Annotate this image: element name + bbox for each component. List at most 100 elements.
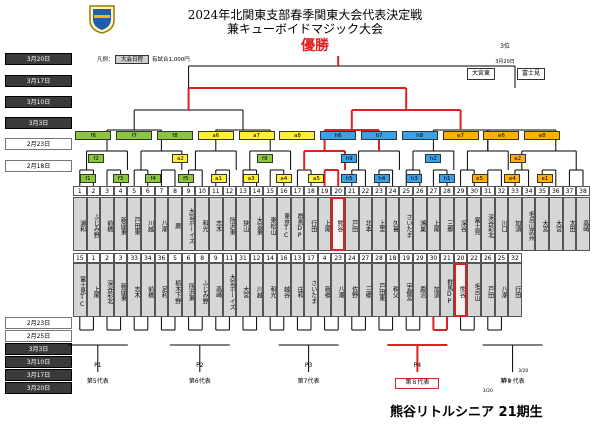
match-badge: h3 <box>406 174 423 183</box>
seed-team-name: 志木 <box>127 263 141 317</box>
seed-number: 24 <box>385 186 400 196</box>
match-badge: a5 <box>308 174 325 183</box>
seed-number: 3 <box>113 253 128 263</box>
date-row-b2: 2月25日 <box>5 330 72 342</box>
match-badge: h9 <box>341 154 358 163</box>
seed-number: 17 <box>290 186 305 196</box>
seed-number: 25 <box>494 253 509 263</box>
seed-team-name: 前橋 <box>141 263 155 317</box>
seed-number: 3 <box>100 186 114 196</box>
seed-number: 32 <box>508 253 522 263</box>
seed-team-name: 川越 <box>249 263 264 317</box>
match-badge: e8 <box>524 131 561 140</box>
seed-number: 1 <box>73 186 87 196</box>
small-date: 3/20 <box>518 369 529 374</box>
seed-number: 19 <box>399 253 413 263</box>
match-badge: e5 <box>471 174 488 183</box>
small-date: 3/23 <box>500 379 511 384</box>
seed-number: 9 <box>181 186 196 196</box>
seed-team-name: 宇都宮 <box>399 263 413 317</box>
seed-team-name: 庄和 <box>290 263 305 317</box>
seed-number: 30 <box>426 253 441 263</box>
seed-team-name: 上尾 <box>317 197 332 251</box>
match-badge: f6 <box>75 131 112 140</box>
date-row-2: 3月17日 <box>5 75 72 87</box>
seed-number: 9 <box>209 253 223 263</box>
seed-number: 8 <box>168 186 182 196</box>
match-badge: f3 <box>112 174 129 183</box>
match-badge: f9 <box>256 154 273 163</box>
match-badge: a7 <box>238 131 275 140</box>
seed-team-name: 高崎 <box>209 263 223 317</box>
seed-team-name: 上里 <box>372 197 386 251</box>
match-badge: e2 <box>509 154 526 163</box>
seed-number: 13 <box>236 186 250 196</box>
seed-number: 28 <box>440 186 454 196</box>
seed-team-name: 新郷 <box>317 263 332 317</box>
seed-team-name: 川口 <box>494 197 509 251</box>
seed-team-name: 新座東 <box>113 263 128 317</box>
seed-team-name: 加須 <box>426 263 441 317</box>
seed-team-name: 大宮 <box>549 197 563 251</box>
match-badge: a8 <box>279 131 316 140</box>
seed-number: 21 <box>345 186 359 196</box>
seed-number: 5 <box>168 253 182 263</box>
third-place-label: 3位 <box>500 43 510 50</box>
seed-number: 26 <box>481 253 495 263</box>
seed-team-name: 八潮 <box>154 197 169 251</box>
match-badge: h1 <box>439 174 455 183</box>
date-row-3: 3月10日 <box>5 96 72 108</box>
footer-credit: 熊谷リトルシニア 21期生 <box>390 405 543 420</box>
seed-team-name: 栃木下野 <box>168 263 182 317</box>
seed-number: 18 <box>385 253 400 263</box>
title-line-1: 2024年北関東支部春季関東大会代表決定戦 <box>187 8 423 22</box>
seed-team-name: 和光 <box>195 197 209 251</box>
seed-team-name: 戸田東 <box>127 197 141 251</box>
seed-number: 23 <box>331 253 345 263</box>
seed-number: 27 <box>426 186 441 196</box>
seed-number: 26 <box>413 186 427 196</box>
match-badge: a6 <box>197 131 234 140</box>
date-row-b5: 3月17日 <box>5 369 72 381</box>
seed-number: 2 <box>100 253 114 263</box>
seed-number: 34 <box>521 186 536 196</box>
seed-team-name: 戸田 <box>481 263 495 317</box>
seed-team-name: 秩父 <box>385 263 400 317</box>
seed-team-name: 熊谷 <box>331 197 345 251</box>
seed-number: 20 <box>331 186 345 196</box>
seed-team-name: 太田 <box>562 197 577 251</box>
seed-team-name: 戸田 <box>345 197 359 251</box>
match-badge: f1 <box>79 174 96 183</box>
seed-team-name: 毛呂山武州 <box>521 197 536 251</box>
seed-number: 10 <box>195 186 209 196</box>
match-badge: f5 <box>177 174 194 183</box>
seed-number: 6 <box>141 186 155 196</box>
seed-team-name: 行田 <box>508 263 522 317</box>
seed-number: 1 <box>86 253 101 263</box>
seed-number: 21 <box>440 253 454 263</box>
pool-representative-label: 第９代表 <box>500 378 525 385</box>
match-badge: f4 <box>145 174 162 183</box>
match-badge: e1 <box>536 174 553 183</box>
seed-team-name: 大宮 <box>236 263 250 317</box>
seed-number: 11 <box>222 253 237 263</box>
seed-number: 8 <box>195 253 209 263</box>
seed-team-name: 越谷 <box>277 263 291 317</box>
seed-number: 29 <box>453 186 468 196</box>
seed-number: 30 <box>467 186 481 196</box>
seed-number: 16 <box>277 253 291 263</box>
seed-number: 23 <box>372 186 386 196</box>
seed-team-name: 深谷彩北 <box>100 263 114 317</box>
third-place-team-b: 富士見 <box>517 68 545 80</box>
seed-team-name: 新座東 <box>113 197 128 251</box>
seed-number: 22 <box>467 253 481 263</box>
match-badge: h8 <box>401 131 438 140</box>
seed-number: 36 <box>154 253 169 263</box>
legend-prefix: 凡例： <box>97 57 114 63</box>
seed-number: 32 <box>494 186 509 196</box>
seed-team-name: 高崎 <box>576 197 590 251</box>
seed-number: 12 <box>249 253 264 263</box>
date-row-b4: 3月10日 <box>5 356 72 368</box>
seed-team-name: 蕨 <box>168 197 182 251</box>
